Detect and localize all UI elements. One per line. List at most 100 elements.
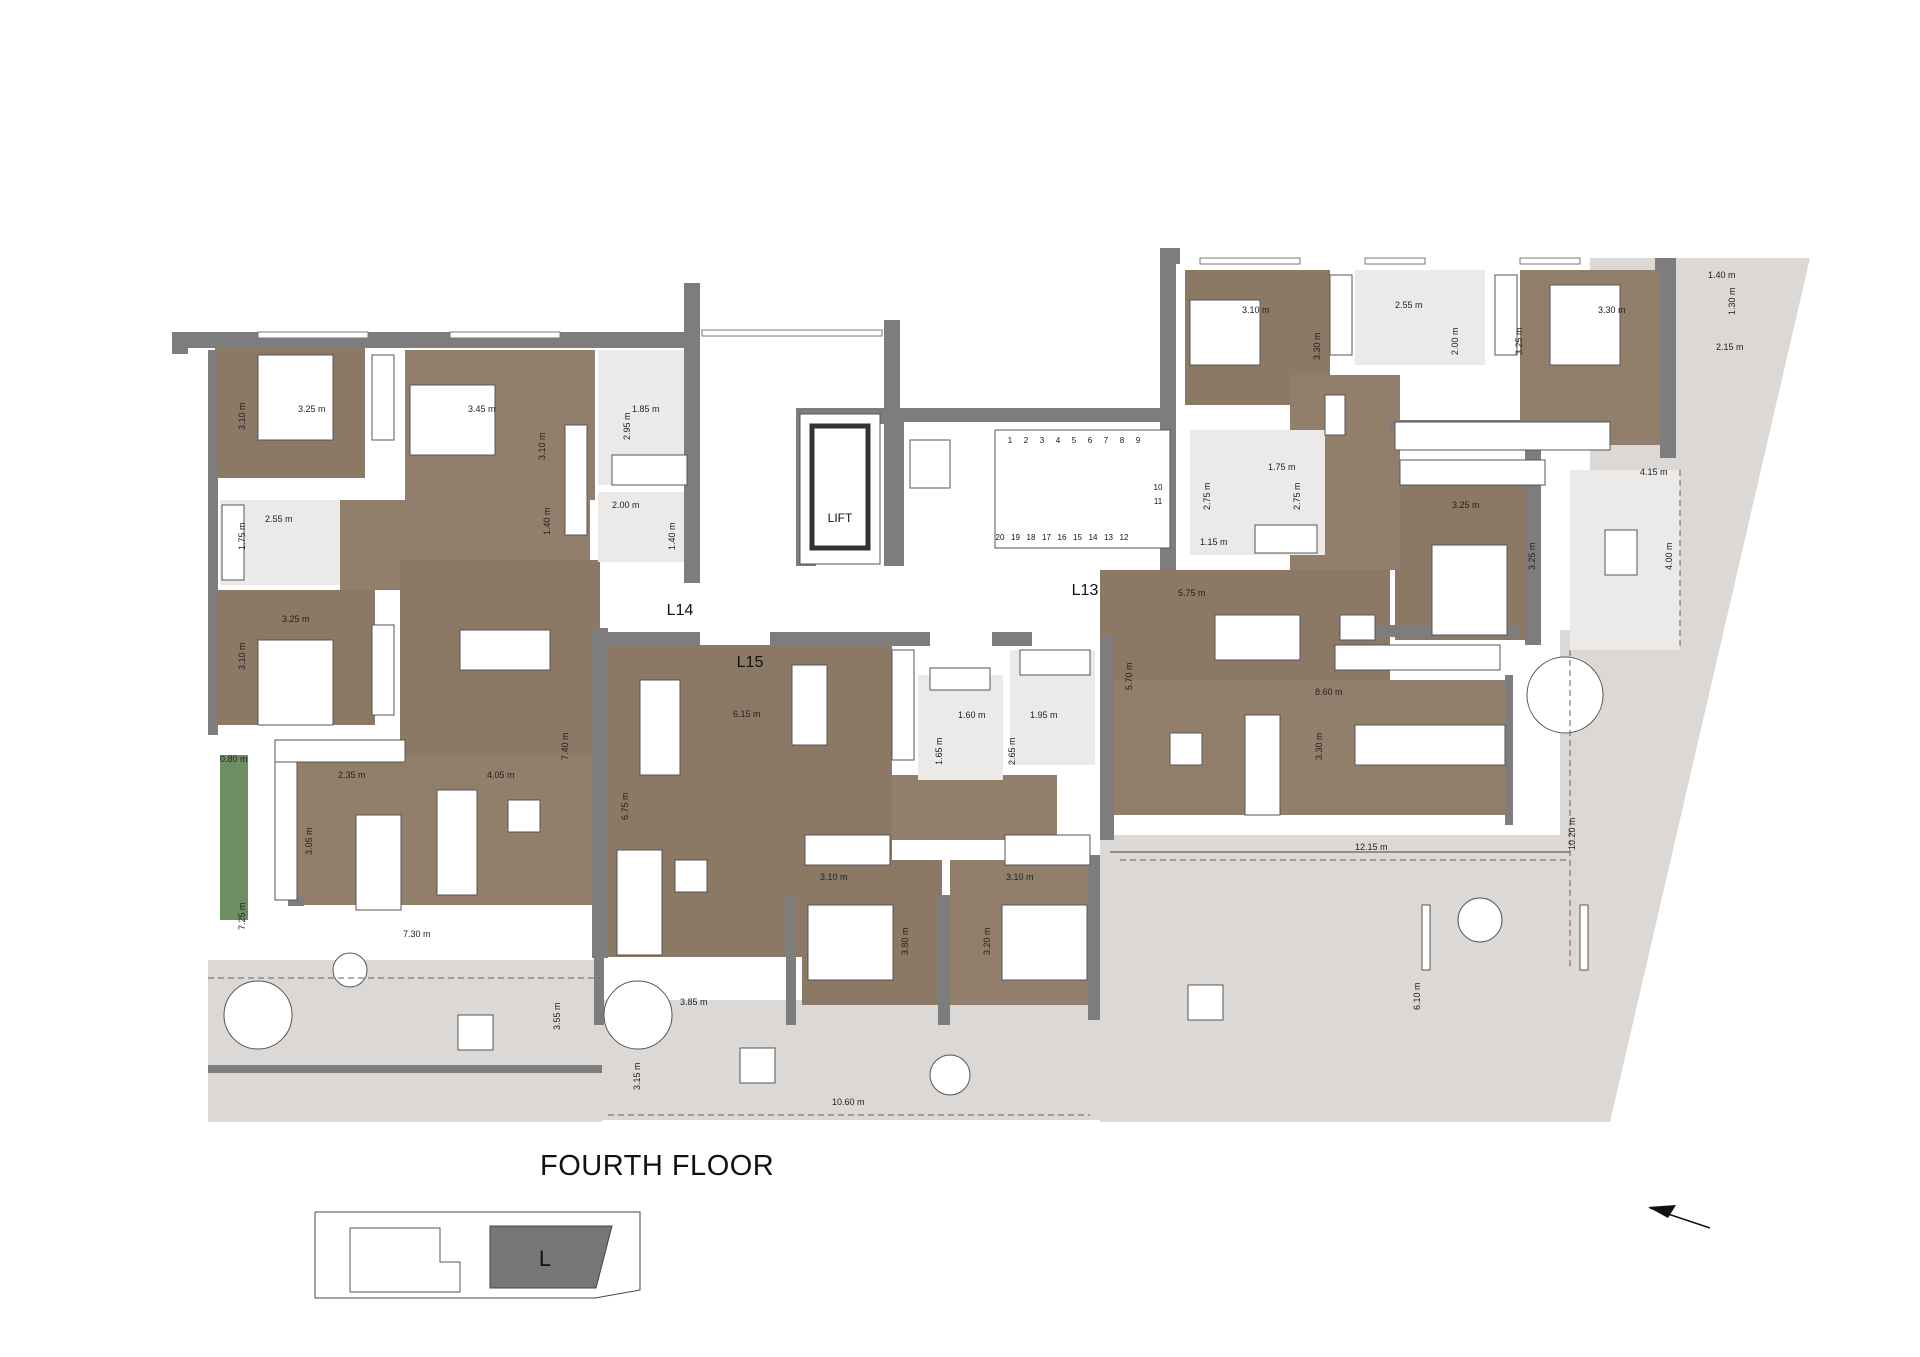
sofa [616,849,663,956]
wardrobe [1399,459,1546,486]
stair-step-number: 17 [1042,533,1051,542]
dim-label: 3.85 m [680,997,708,1007]
armchair [507,799,541,833]
bed [807,904,894,981]
terrace-bench [1579,904,1589,971]
dim-label: 3.15 m [632,1062,642,1090]
kitchen-counter [274,739,298,901]
stair-step-number: 18 [1027,533,1036,542]
dim-label: 2.65 m [1007,737,1017,765]
dim-label: 7.25 m [237,902,247,930]
planter [220,755,248,920]
dim-label: 3.05 m [304,827,314,855]
coffee-table [674,859,708,893]
dim-label: 1.95 m [1030,710,1058,720]
dim-label: 5.70 m [1124,662,1134,690]
l13-bath-1 [1355,270,1485,365]
dim-label: 10.20 m [1567,817,1577,850]
dim-label: 1.30 m [1727,287,1737,315]
north-arrow [1648,1205,1711,1229]
dim-label: 6.75 m [620,792,630,820]
dim-label: 1.65 m [934,737,944,765]
kitchen-counter [274,739,406,763]
kitchen-island [355,814,402,911]
key-plan: L [314,1211,641,1299]
bathtub [1019,649,1091,676]
dim-label: 3.25 m [298,404,326,414]
stair-step-number: 13 [1104,533,1113,542]
kitchen-island [1354,724,1506,766]
stair-step-number: 9 [1136,436,1141,445]
stair-step-number: 14 [1089,533,1098,542]
dim-label: 3.10 m [820,872,848,882]
floor-title: FOURTH FLOOR [540,1150,775,1182]
dim-label: 4.15 m [1640,467,1668,477]
sofa [1244,714,1281,816]
stair-step-number: 4 [1056,436,1061,445]
beds [257,284,1621,981]
dimension-labels: 3.25 m 3.10 m 3.45 m 3.10 m 1.85 m 2.95 … [220,270,1744,1107]
dim-label: 7.30 m [403,929,431,939]
wardrobe [1494,274,1518,356]
terrace-round-table [332,952,368,988]
dim-label: 3.10 m [237,642,247,670]
stair-lift [909,439,951,489]
dim-label: 1.75 m [237,522,247,550]
wood-floors [215,270,1660,1005]
dim-label: 1.60 m [958,710,986,720]
terrace-round-table [929,1054,971,1096]
bed [257,639,334,726]
dim-label: 2.55 m [265,514,293,524]
bed [1189,299,1261,366]
terrace-table [1187,984,1224,1021]
l15-wc [918,675,1003,780]
kitchen-counter [1334,644,1501,671]
unit-label-l14: L14 [667,602,694,619]
wardrobe [564,424,588,536]
stair-step-number: 19 [1011,533,1020,542]
stair-step-number: 12 [1120,533,1129,542]
wardrobe [1004,834,1091,866]
terrace-table [739,1047,776,1084]
dim-label: 3.30 m [1314,732,1324,760]
stair-step-number: 2 [1024,436,1029,445]
key-plan-block [349,1227,461,1293]
terraces [208,258,1810,1122]
spiral-stair [603,980,673,1050]
dining-table [459,629,551,671]
dim-label: 1.85 m [632,404,660,414]
stair-step-number: 1 [1008,436,1013,445]
dim-label: 1.40 m [1708,270,1736,280]
dim-label: 2.95 m [622,412,632,440]
dim-label: 12.15 m [1355,842,1388,852]
lift-label: LIFT [828,511,853,525]
kitchen-island [791,664,828,746]
l14-wc [598,492,693,562]
dim-label: 3.45 m [468,404,496,414]
dim-label: 2.55 m [1395,300,1423,310]
dim-label: 8.60 m [1315,687,1343,697]
dim-label: 2.75 m [1202,482,1212,510]
dim-label: 1.40 m [542,507,552,535]
dining-table [1214,614,1301,661]
bed [257,354,334,441]
dim-label: 3.30 m [1312,332,1322,360]
dim-label: 4.05 m [487,770,515,780]
key-plan-outline [314,1211,641,1299]
kitchen-counter [891,649,915,761]
shower [929,667,991,691]
key-plan-label: L [539,1246,551,1271]
wardrobe [1329,274,1353,356]
stair-step-number: 10 [1154,483,1163,492]
stair-step-number: 7 [1104,436,1109,445]
terrace-bench [1421,904,1431,971]
terrace-table [1604,529,1638,576]
dim-label: 3.25 m [1514,327,1524,355]
dim-label: 2.15 m [1716,342,1744,352]
dim-label: 3.10 m [237,402,247,430]
wardrobe [1339,614,1376,641]
